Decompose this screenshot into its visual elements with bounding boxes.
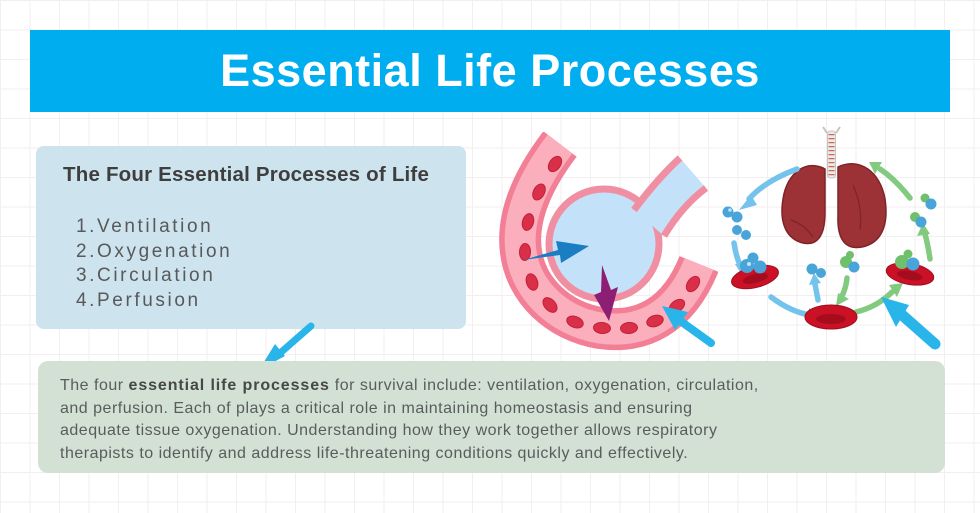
list-number: 1. [75, 216, 97, 237]
red-blood-cell-center [804, 304, 858, 330]
trachea [822, 126, 841, 179]
summary-line-4: therapists to identify and address life-… [60, 444, 689, 462]
carbon-dioxide-molecules [840, 193, 937, 273]
diffusion-down-arrow-icon [594, 265, 618, 321]
summary-text: for survival include: ventilation, oxyge… [329, 377, 759, 394]
list-number: 4. [75, 289, 97, 311]
list-item-oxygenation: 2. Oxygenation [63, 240, 448, 265]
oxygenated-path-arrows [839, 166, 933, 315]
lungs [781, 163, 887, 249]
list-label: Ventilation [97, 216, 214, 237]
page-title: Essential Life Processes [220, 45, 760, 96]
list-label: Circulation [97, 265, 216, 286]
header-banner: Essential Life Processes [30, 30, 950, 112]
list-label: Oxygenation [97, 240, 233, 262]
red-blood-cells [518, 155, 701, 335]
alveolus-capillary-illustration [499, 132, 718, 350]
oxygen-molecules [722, 206, 826, 278]
summary-line-1: The four essential life processes for su… [60, 375, 945, 398]
list-number: 3. [75, 265, 97, 286]
gas-transport-cycle-illustration [722, 126, 941, 350]
summary-bold-text: essential life processes [128, 377, 330, 394]
process-list: 1. Ventilation 2. Oxygenation 3. Circula… [63, 215, 448, 313]
list-label: Perfusion [97, 289, 201, 311]
list-item-circulation: 3. Circulation [63, 264, 448, 289]
summary-text: The four [60, 377, 129, 394]
four-processes-heading: The Four Essential Processes of Life [63, 163, 430, 186]
four-processes-box: The Four Essential Processes of Life 1. … [36, 146, 466, 329]
summary-line-2: and perfusion. Each of plays a critical … [60, 399, 693, 417]
list-number: 2. [75, 240, 97, 262]
list-item-ventilation: 1. Ventilation [63, 215, 448, 240]
pointer-arrow-capillary-icon [662, 306, 715, 347]
oxygenated-arrowheads [836, 162, 930, 306]
list-item-perfusion: 4. Perfusion [63, 289, 448, 314]
summary-line-3: adequate tissue oxygenation. Understandi… [60, 422, 718, 439]
capillary-vessel [499, 132, 718, 350]
pointer-arrow-cycle-icon [881, 297, 941, 350]
oxygen-in-arrow-icon [523, 241, 589, 263]
summary-box: The four essential life processes for su… [38, 361, 945, 473]
